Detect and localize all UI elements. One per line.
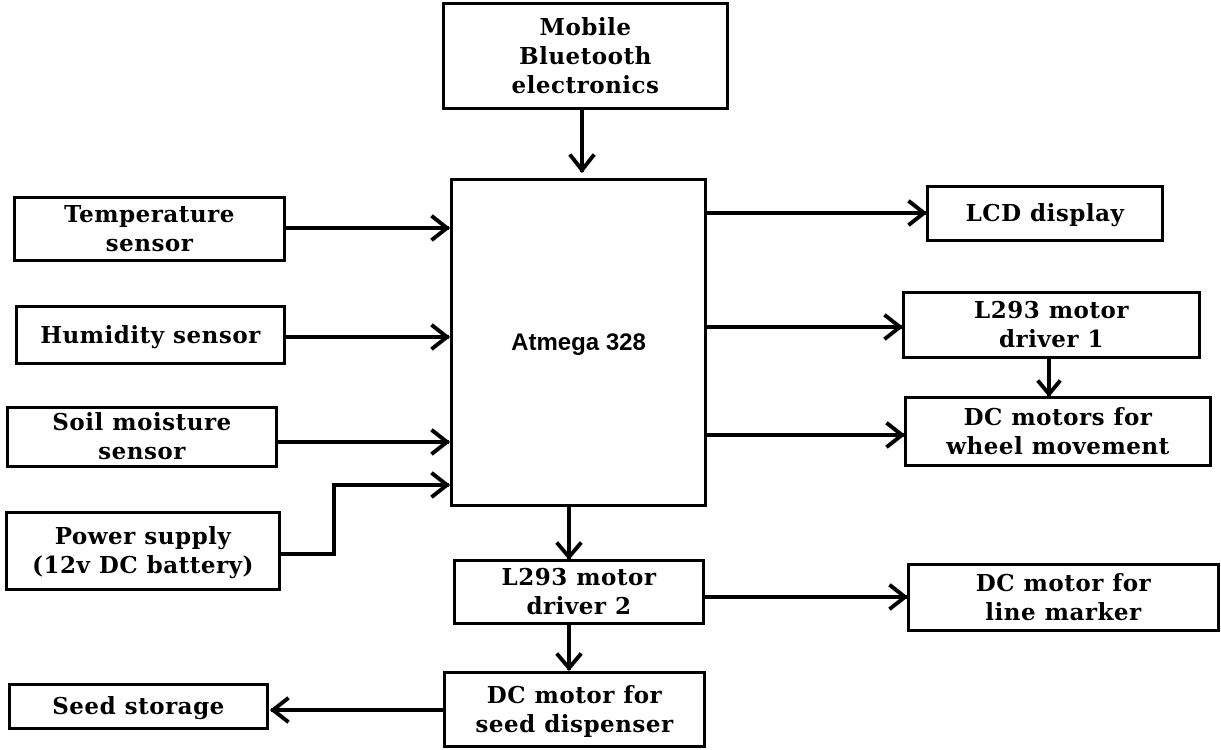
temperature-sensor-block: Temperature sensor xyxy=(13,196,286,262)
soil-moisture-sensor-label: Soil moisture sensor xyxy=(52,409,232,465)
humidity-sensor-label: Humidity sensor xyxy=(40,321,261,349)
arrowhead-power-to-mcu xyxy=(430,471,451,499)
arrowhead-seed-motor-to-storage xyxy=(269,696,290,724)
arrowhead-driver1-to-wheel xyxy=(1036,379,1062,398)
arrowhead-mcu-to-lcd xyxy=(907,199,928,227)
arrowhead-bt-to-mcu xyxy=(568,153,596,174)
arrowhead-mcu-to-driver2 xyxy=(555,541,583,561)
arrowhead-temp-to-mcu xyxy=(430,214,451,242)
l293-driver-2-label: L293 motor driver 2 xyxy=(501,564,657,620)
lcd-display-block: LCD display xyxy=(926,185,1164,242)
seed-storage-label: Seed storage xyxy=(52,693,225,720)
soil-moisture-sensor-block: Soil moisture sensor xyxy=(6,406,278,468)
arrowhead-driver2-to-linemarker xyxy=(888,583,909,611)
dc-seed-dispenser-label: DC motor for seed dispenser xyxy=(475,681,674,738)
arrowhead-driver2-to-seed-motor xyxy=(555,652,583,672)
dc-seed-dispenser-block: DC motor for seed dispenser xyxy=(443,671,706,748)
dc-wheel-motors-block: DC motors for wheel movement xyxy=(904,396,1212,467)
dc-line-marker-label: DC motor for line marker xyxy=(975,569,1152,626)
power-supply-block: Power supply (12v DC battery) xyxy=(5,511,281,591)
dc-line-marker-block: DC motor for line marker xyxy=(907,563,1220,632)
atmega-block: Atmega 328 xyxy=(450,178,707,507)
l293-driver-1-block: L293 motor driver 1 xyxy=(902,291,1201,359)
lcd-display-label: LCD display xyxy=(965,200,1125,227)
arrowhead-mcu-to-wheel xyxy=(885,421,906,449)
arrow-power-to-mcu xyxy=(281,483,449,556)
atmega-label: Atmega 328 xyxy=(511,329,646,356)
mobile-bluetooth-block: Mobile Bluetooth electronics xyxy=(442,2,729,110)
seed-storage-block: Seed storage xyxy=(8,683,269,730)
arrowhead-soil-to-mcu xyxy=(430,428,451,456)
arrowhead-mcu-to-driver1 xyxy=(883,313,904,341)
power-supply-label: Power supply (12v DC battery) xyxy=(32,523,254,579)
mobile-bluetooth-label: Mobile Bluetooth electronics xyxy=(511,13,660,99)
l293-driver-2-block: L293 motor driver 2 xyxy=(453,559,705,625)
l293-driver-1-label: L293 motor driver 1 xyxy=(974,297,1129,353)
temperature-sensor-label: Temperature sensor xyxy=(64,201,235,257)
humidity-sensor-block: Humidity sensor xyxy=(15,305,286,365)
dc-wheel-motors-label: DC motors for wheel movement xyxy=(946,403,1170,460)
arrowhead-humidity-to-mcu xyxy=(430,323,451,351)
